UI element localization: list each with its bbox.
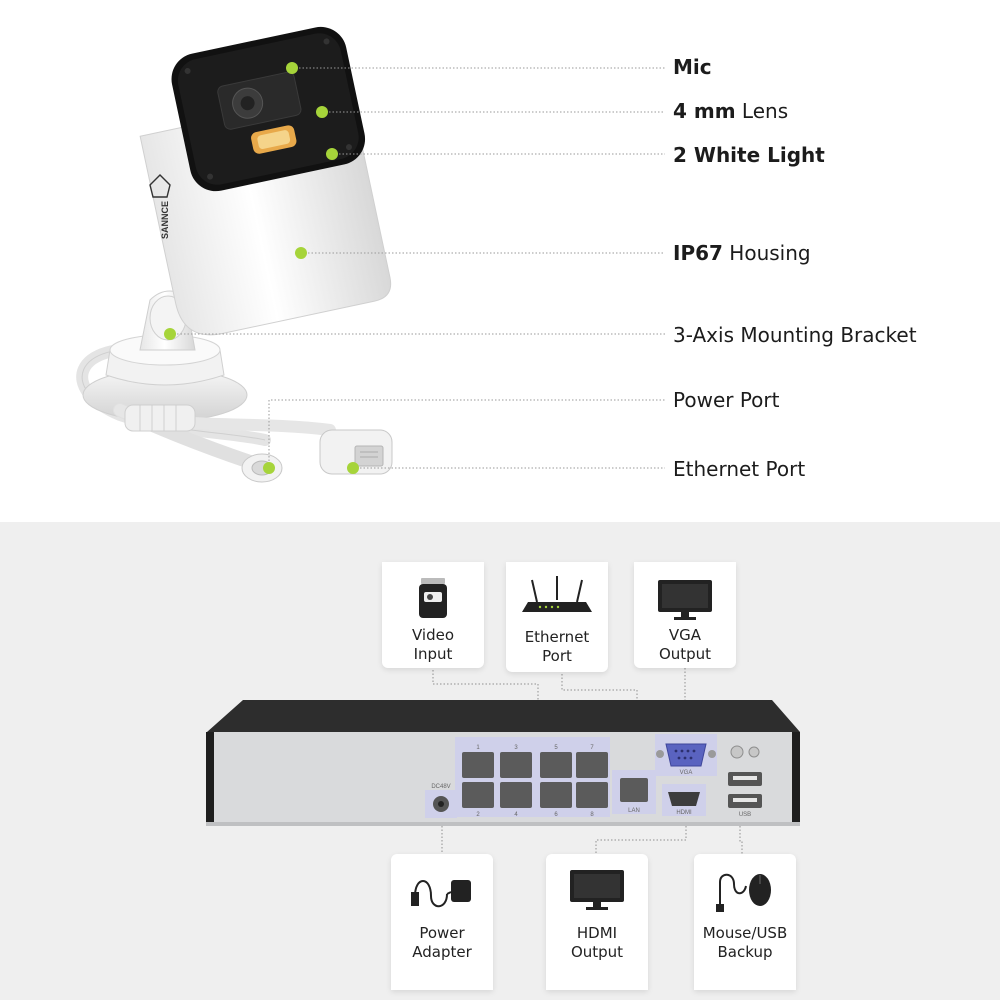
- callout-bracket: 3-Axis Mounting Bracket: [673, 323, 917, 347]
- label-poe-7: 7: [590, 745, 594, 751]
- label-lan: LAN: [628, 808, 640, 814]
- card-vga-output: VGA Output: [634, 562, 736, 668]
- power-port-connector: [241, 453, 283, 483]
- label-poe-8: 8: [590, 812, 594, 818]
- label-poe-1: 1: [476, 745, 480, 751]
- vga-port: [665, 743, 707, 767]
- router-icon: [522, 576, 592, 612]
- camera-illustration: SANNCE: [76, 26, 665, 483]
- card-mouse-usb-backup: Mouse/USB Backup: [694, 854, 796, 990]
- card-hdmi-output: HDMI Output: [546, 854, 648, 990]
- label-usb: USB: [739, 812, 751, 818]
- camera-icon: [419, 578, 447, 618]
- label-poe-4: 4: [514, 812, 518, 818]
- card-ethernet-port: Ethernet Port: [506, 562, 608, 672]
- label-poe-5: 5: [554, 745, 558, 751]
- monitor-icon: [570, 870, 624, 910]
- label-poe-6: 6: [554, 812, 558, 818]
- monitor-icon: [658, 580, 712, 620]
- brand-house-icon: [149, 174, 171, 198]
- mouse-icon: [716, 873, 771, 912]
- card-mouse-usb-line2: Backup: [717, 943, 773, 961]
- nvr-panel: DC48V 1 3 5 7 2 4 6 8 LAN HDMI VGA USB V…: [0, 522, 1000, 1000]
- hdmi-port: [668, 792, 700, 806]
- card-ethernet-port-line2: Port: [542, 647, 572, 665]
- callout-mic: Mic: [673, 55, 712, 79]
- callout-dots: [164, 62, 359, 474]
- card-video-input-line2: Input: [413, 645, 453, 663]
- card-video-input-line1: Video: [411, 626, 455, 644]
- card-ethernet-port-line1: Ethernet: [524, 628, 590, 646]
- ground-screw: [730, 745, 744, 759]
- brand-logo: SANNCE: [160, 201, 170, 239]
- card-hdmi-output-line2: Output: [570, 943, 624, 961]
- callout-white-light: 2 White Light: [673, 143, 825, 167]
- card-power-adapter-line1: Power: [419, 924, 465, 942]
- nvr-top: [207, 700, 800, 732]
- label-poe-3: 3: [514, 745, 518, 751]
- card-power-adapter: Power Adapter: [391, 854, 493, 990]
- label-vga: VGA: [680, 770, 693, 776]
- label-hdmi: HDMI: [676, 810, 692, 816]
- card-vga-output-line1: VGA: [668, 626, 702, 644]
- callout-housing: IP67 Housing: [673, 241, 811, 265]
- nvr-illustration: DC48V 1 3 5 7 2 4 6 8 LAN HDMI VGA USB: [206, 668, 800, 854]
- card-power-adapter-line2: Adapter: [412, 943, 472, 961]
- label-dc: DC48V: [431, 784, 450, 790]
- card-hdmi-output-line1: HDMI: [576, 924, 618, 942]
- power-adapter-icon: [411, 880, 471, 908]
- label-poe-2: 2: [476, 812, 480, 818]
- card-mouse-usb-line1: Mouse/USB: [702, 924, 788, 942]
- callout-ethernet-port: Ethernet Port: [673, 457, 806, 481]
- usb-ports: [728, 772, 762, 808]
- callout-leaders: [170, 67, 665, 469]
- poe-ports: [462, 752, 608, 808]
- brand-text: SANNCE: [160, 201, 170, 239]
- callout-lens: 4 mm Lens: [673, 99, 789, 123]
- ethernet-port-connector: [319, 429, 393, 475]
- lan-port: [620, 778, 648, 802]
- card-vga-output-line2: Output: [658, 645, 712, 663]
- card-video-input: Video Input: [382, 562, 484, 668]
- camera-panel: SANNCE Mic 4 mm Lens 2 White Light IP67 …: [76, 26, 917, 483]
- callout-power-port: Power Port: [673, 388, 780, 412]
